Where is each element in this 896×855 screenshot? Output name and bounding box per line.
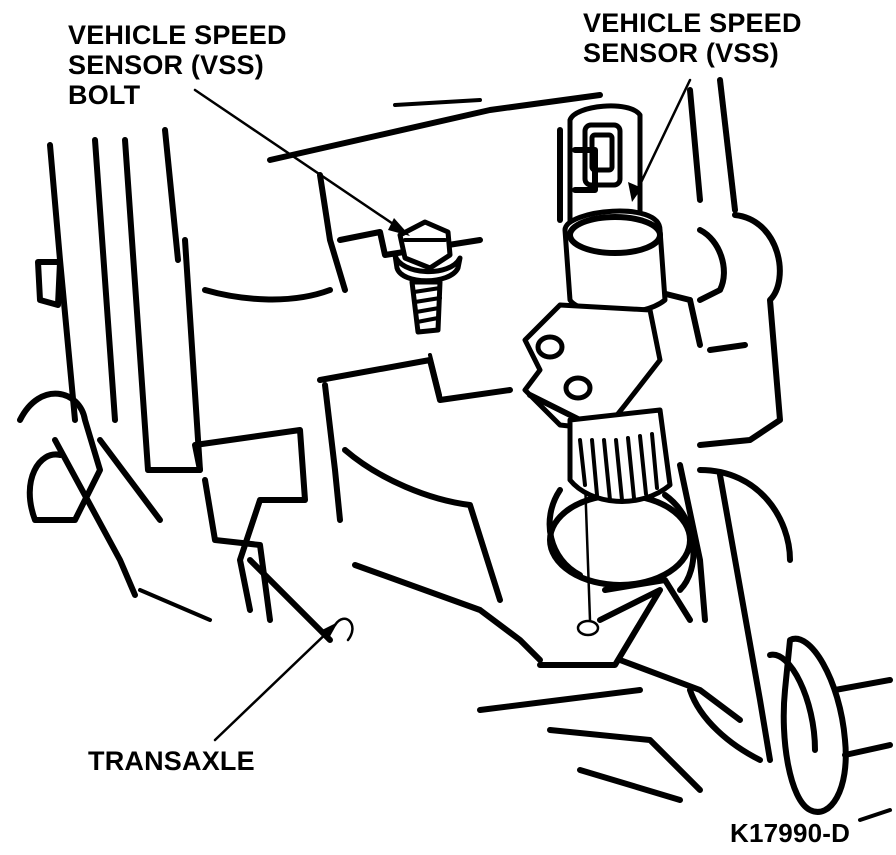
sensor-label-line-2: SENSOR (VSS) [583,38,779,68]
vss-bolt [392,219,463,335]
transaxle-label: TRANSAXLE [88,746,255,776]
vehicle-speed-sensor [522,103,673,504]
sensor-label-line-1: VEHICLE SPEED [583,8,802,38]
transaxle-housing [17,77,893,822]
leader-lines [193,78,692,742]
bolt-label: VEHICLE SPEED SENSOR (VSS) BOLT [68,20,287,110]
bolt-label-line-1: VEHICLE SPEED [68,20,287,50]
sensor-label: VEHICLE SPEED SENSOR (VSS) [583,8,802,68]
bolt-label-line-2: SENSOR (VSS) [68,50,264,80]
figure-id: K17990-D [730,818,851,848]
bolt-label-line-3: BOLT [68,80,141,110]
